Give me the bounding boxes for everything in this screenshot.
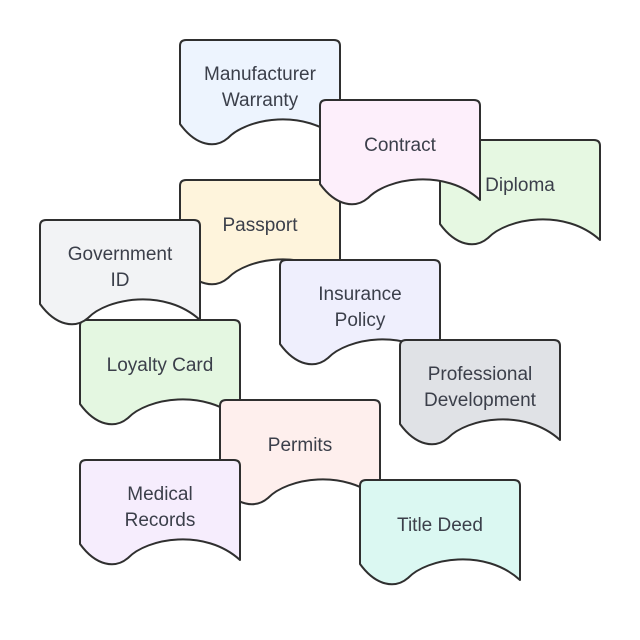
document-label: Medical [127, 484, 192, 505]
document-shape [79, 459, 241, 566]
document-label: Diploma [485, 175, 555, 196]
document-label: Passport [223, 215, 299, 236]
document-contract: Contract [319, 99, 481, 206]
document-passport: Passport [179, 179, 341, 286]
document-label: Manufacturer [204, 64, 317, 85]
document-label: Professional [428, 364, 533, 385]
document-shape [319, 99, 481, 206]
document-label: Loyalty Card [107, 355, 214, 376]
document-label: Permits [268, 435, 332, 456]
document-label: Policy [335, 310, 386, 331]
document-label: Development [424, 390, 537, 411]
document-label: Records [125, 510, 196, 531]
document-label: Government [68, 244, 173, 265]
document-label: Warranty [222, 90, 299, 111]
document-shape [39, 219, 201, 326]
document-label: Contract [364, 135, 437, 156]
document-label: Insurance [318, 284, 401, 305]
document-permits: Permits [219, 399, 381, 506]
document-label: ID [111, 270, 130, 291]
document-shape [399, 339, 561, 446]
document-loyalty-card: Loyalty Card [79, 319, 241, 426]
document-label: Title Deed [397, 515, 483, 536]
document-shape [359, 479, 521, 586]
document-title-deed: Title Deed [359, 479, 521, 586]
